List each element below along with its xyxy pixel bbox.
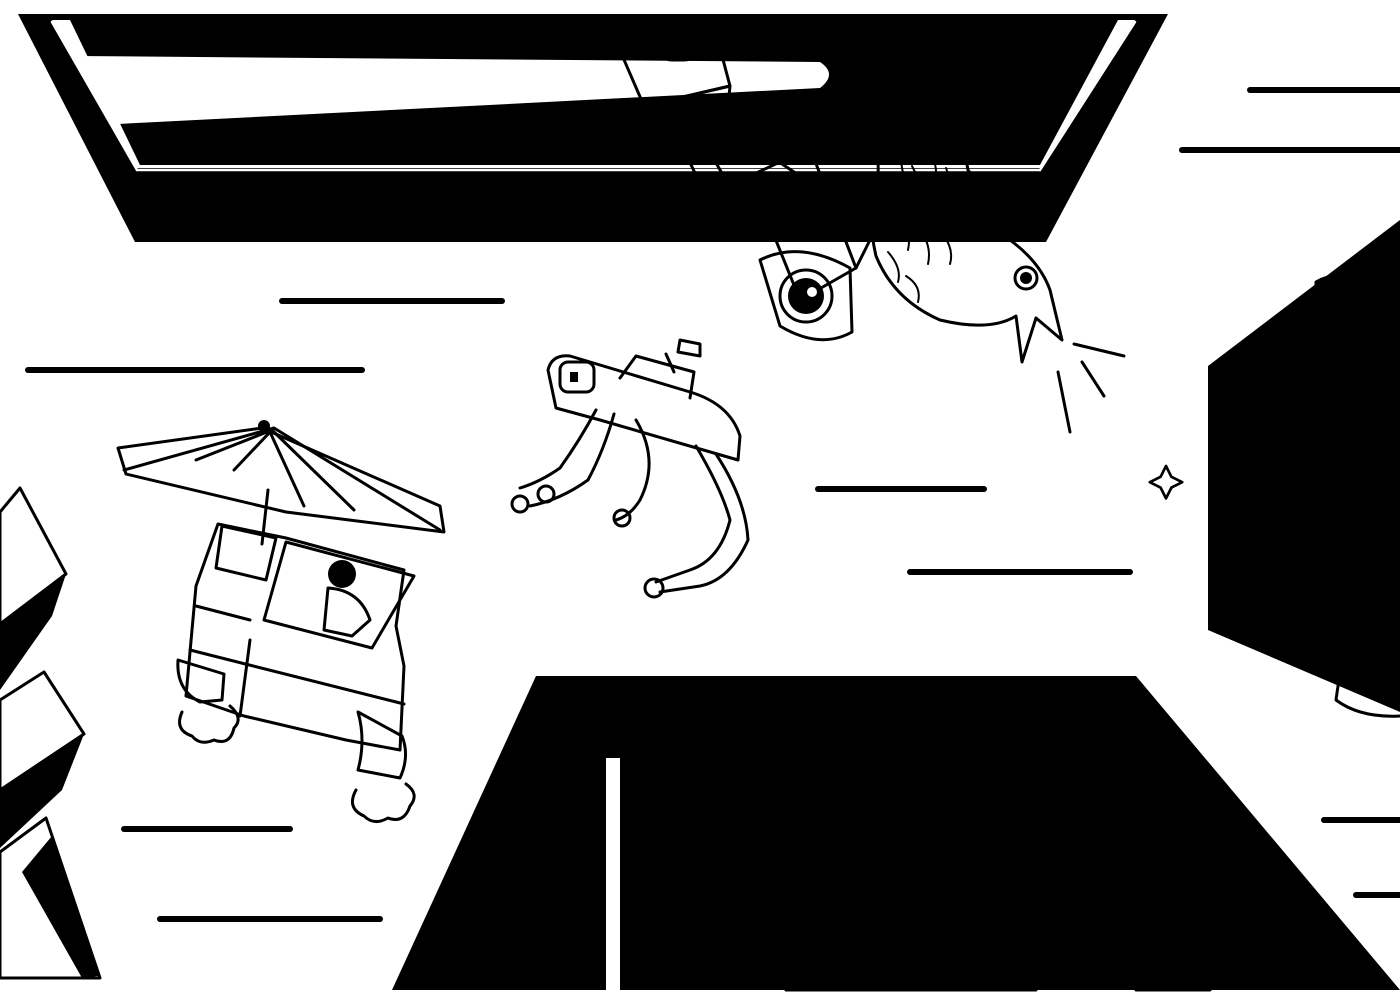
security-camera xyxy=(604,16,872,342)
top-window xyxy=(18,14,1168,242)
speed-lines xyxy=(25,87,1400,922)
robot-dog xyxy=(510,338,750,599)
bottom-window xyxy=(392,676,1400,992)
left-zigzag-block xyxy=(0,486,102,980)
building-windows-top xyxy=(900,764,1022,818)
right-window xyxy=(1148,220,1400,718)
flying-food-cart xyxy=(116,420,446,823)
bird xyxy=(858,42,1126,434)
